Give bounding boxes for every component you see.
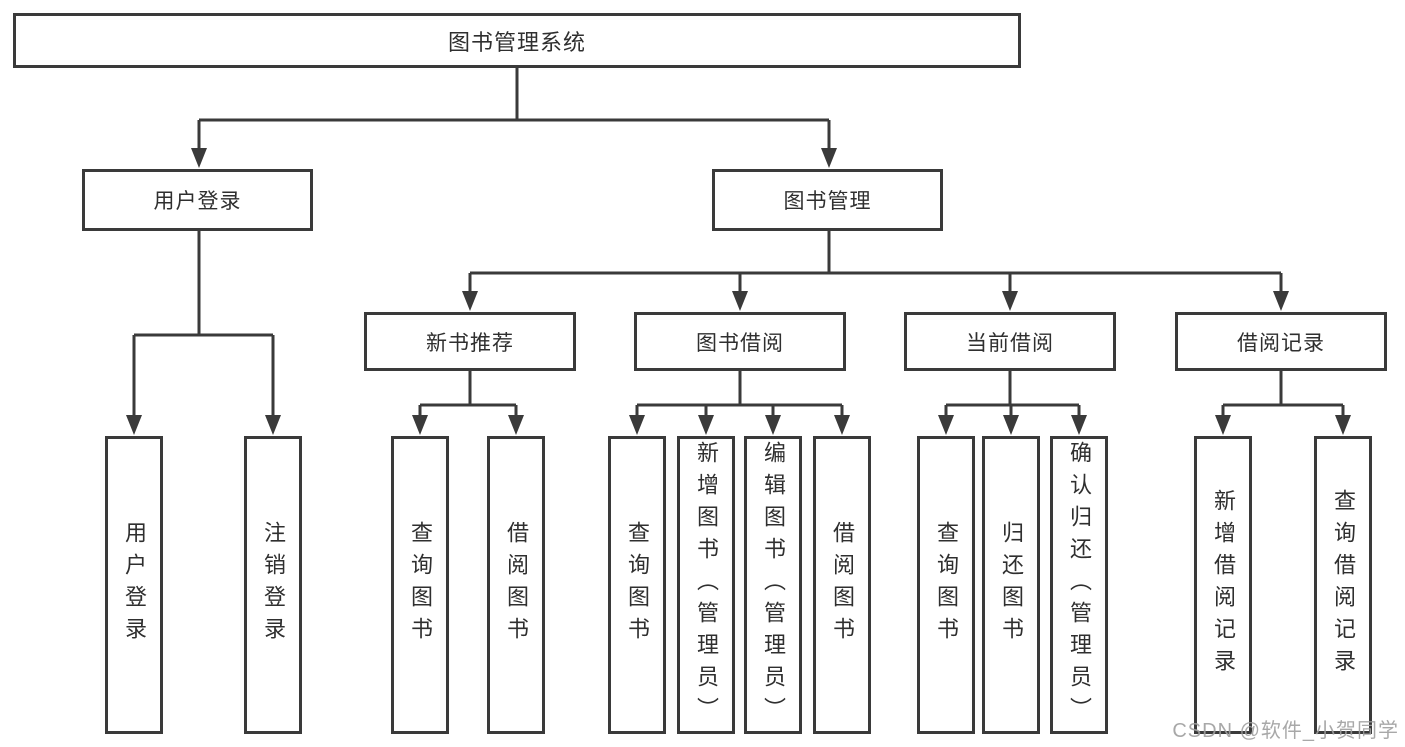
leaf-rec-query-books: 查询图书	[391, 436, 449, 734]
node-borrowing-records: 借阅记录	[1175, 312, 1387, 371]
leaf-bb-edit-books-admin: 编辑图书（管理员）	[744, 436, 802, 734]
arrowheads	[126, 148, 1351, 435]
leaf-cb-query-books: 查询图书	[917, 436, 975, 734]
leaf-br-query-record: 查询借阅记录	[1314, 436, 1372, 734]
node-book-management: 图书管理	[712, 169, 943, 231]
leaf-cb-return-books: 归还图书	[982, 436, 1040, 734]
node-new-book-recommendation: 新书推荐	[364, 312, 576, 371]
csdn-watermark: CSDN @软件_小贺同学	[1172, 720, 1399, 742]
node-book-borrowing: 图书借阅	[634, 312, 846, 371]
leaf-user-login: 用户登录	[105, 436, 163, 734]
leaf-logout: 注销登录	[244, 436, 302, 734]
node-library-management-system: 图书管理系统	[13, 13, 1021, 68]
leaf-rec-borrow-books: 借阅图书	[487, 436, 545, 734]
node-user-login: 用户登录	[82, 169, 313, 231]
leaf-bb-query-books: 查询图书	[608, 436, 666, 734]
leaf-cb-confirm-return-admin: 确认归还（管理员）	[1050, 436, 1108, 734]
leaf-br-add-record: 新增借阅记录	[1194, 436, 1252, 734]
leaf-bb-add-books-admin: 新增图书（管理员）	[677, 436, 735, 734]
leaf-bb-borrow-books: 借阅图书	[813, 436, 871, 734]
node-current-borrowing: 当前借阅	[904, 312, 1116, 371]
